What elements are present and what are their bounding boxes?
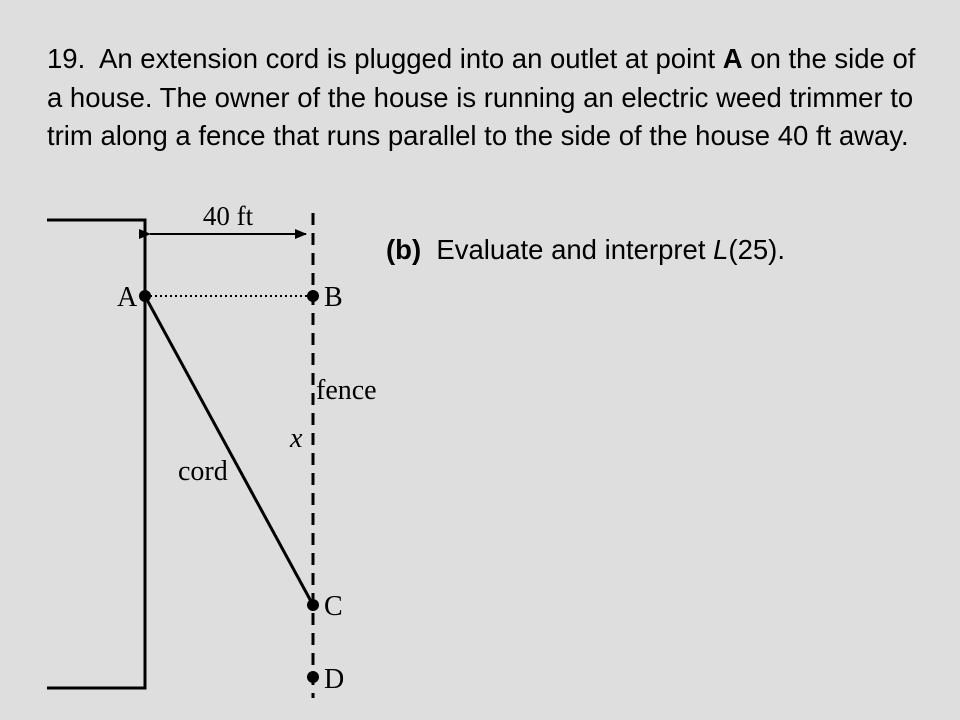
problem-text-before: An extension cord is plugged into an out… <box>99 43 716 74</box>
cord-line <box>143 295 315 606</box>
point-d-dot <box>307 671 319 683</box>
point-b-label: B <box>324 282 343 313</box>
problem-text-after: on the side of a house. The owner of the… <box>47 43 916 151</box>
point-c-label: C <box>324 591 343 622</box>
house-wall <box>47 218 147 690</box>
point-a-dot <box>139 290 151 302</box>
point-b-dot <box>307 290 319 302</box>
part-b-label: (b) <box>386 234 422 265</box>
part-b-text: Evaluate and interpret <box>436 234 706 265</box>
fence-label: fence <box>316 375 377 406</box>
problem-point-label: A <box>722 43 743 74</box>
point-c-dot <box>307 599 319 611</box>
part-b-question: (b) Evaluate and interpret L(25). <box>386 231 785 269</box>
point-a-label: A <box>117 282 138 313</box>
function-argument: (25). <box>728 234 785 265</box>
x-label: x <box>289 423 303 454</box>
function-name: L <box>713 234 729 265</box>
point-d-label: D <box>324 664 344 695</box>
problem-statement: 19. An extension cord is plugged into an… <box>47 40 927 156</box>
cord-label: cord <box>178 456 228 487</box>
problem-number: 19. <box>47 43 86 74</box>
distance-label: 40 ft <box>203 201 254 231</box>
